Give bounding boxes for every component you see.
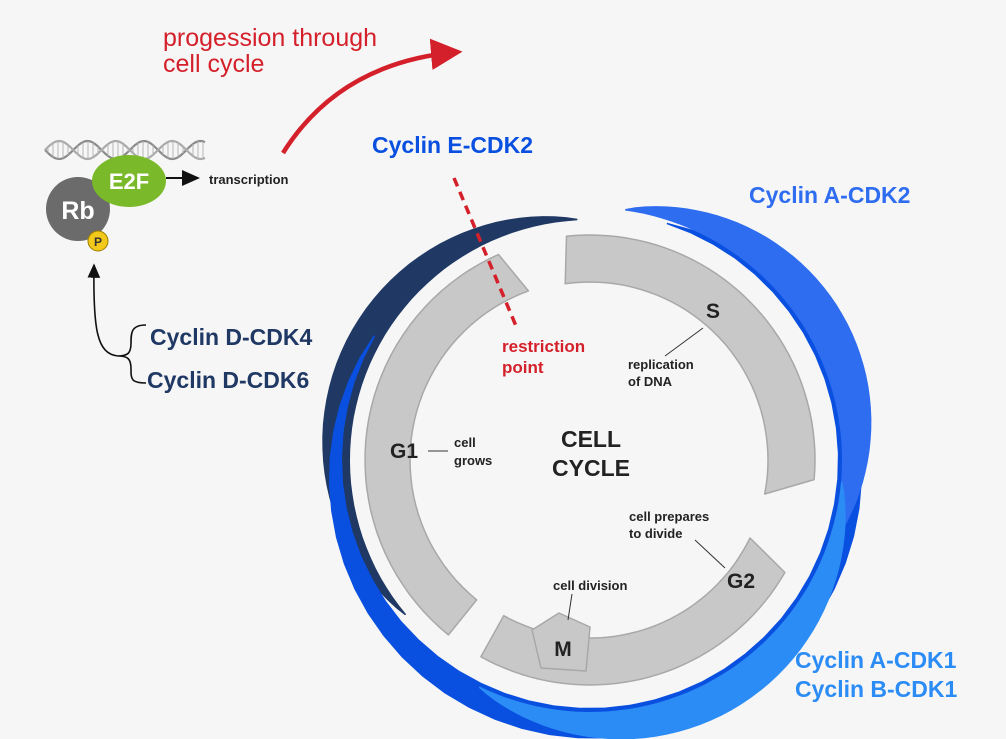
restriction-point-label-line1: restriction	[502, 337, 585, 356]
restriction-point-label-line2: point	[502, 358, 544, 377]
progression-label-line1: progession through	[163, 24, 377, 52]
g2-desc-line2: to divide	[629, 526, 682, 541]
rb-protein	[46, 177, 110, 241]
cyclin-d-bracket	[117, 324, 147, 384]
restriction-point-line	[452, 177, 518, 327]
s-desc-line2: of DNA	[628, 374, 673, 389]
cyclin-a-cdk2-label: Cyclin A-CDK2	[749, 182, 910, 208]
cyclin-d-arc	[322, 216, 578, 616]
transcription-label: transcription	[209, 172, 289, 187]
phase-s-segment	[564, 234, 816, 495]
cyclin-d-arrow	[87, 263, 119, 357]
progression-label-line2: cell cycle	[163, 50, 264, 78]
cyclin-e-cdk2-label: Cyclin E-CDK2	[372, 132, 533, 158]
center-label-line2: CYCLE	[552, 455, 630, 481]
phosphate-label: P	[94, 235, 102, 249]
cyclin-a-cdk1-label: Cyclin A-CDK1	[795, 647, 957, 673]
phase-segments	[364, 234, 816, 686]
s-desc-line1: replication	[628, 357, 694, 372]
phase-g1-label: G1	[390, 440, 418, 463]
dna-helix-icon	[44, 139, 206, 161]
s-leader-line	[664, 327, 704, 357]
m-desc-line1: cell division	[553, 578, 627, 593]
phase-m-segment	[531, 612, 591, 672]
cyclin-d-cdk6-label: Cyclin D-CDK6	[147, 367, 309, 393]
g2-desc-line1: cell prepares	[629, 509, 709, 524]
cyclin-b-cdk1-label: Cyclin B-CDK1	[795, 676, 958, 702]
progression-arrow	[281, 38, 463, 155]
phosphate-badge	[87, 230, 109, 252]
e2f-protein	[92, 155, 166, 207]
cyclin-arcs	[322, 206, 872, 739]
g1-desc-line2: grows	[454, 453, 492, 468]
e2f-label: E2F	[109, 169, 149, 194]
cyclin-a-cdk2-arc	[625, 206, 872, 555]
phase-g1-segment	[364, 253, 530, 636]
cyclin-ab-cdk1-arc	[478, 482, 846, 739]
phase-s-label: S	[706, 300, 720, 323]
center-label-line1: CELL	[561, 426, 621, 452]
phase-m-label: M	[554, 638, 572, 661]
cyclin-d-cdk4-label: Cyclin D-CDK4	[150, 324, 313, 350]
m-leader-line	[567, 593, 573, 621]
g1-desc-line1: cell	[454, 435, 476, 450]
phase-g2-label: G2	[727, 570, 755, 593]
rb-label: Rb	[61, 197, 94, 225]
g2-leader-line	[694, 539, 726, 569]
